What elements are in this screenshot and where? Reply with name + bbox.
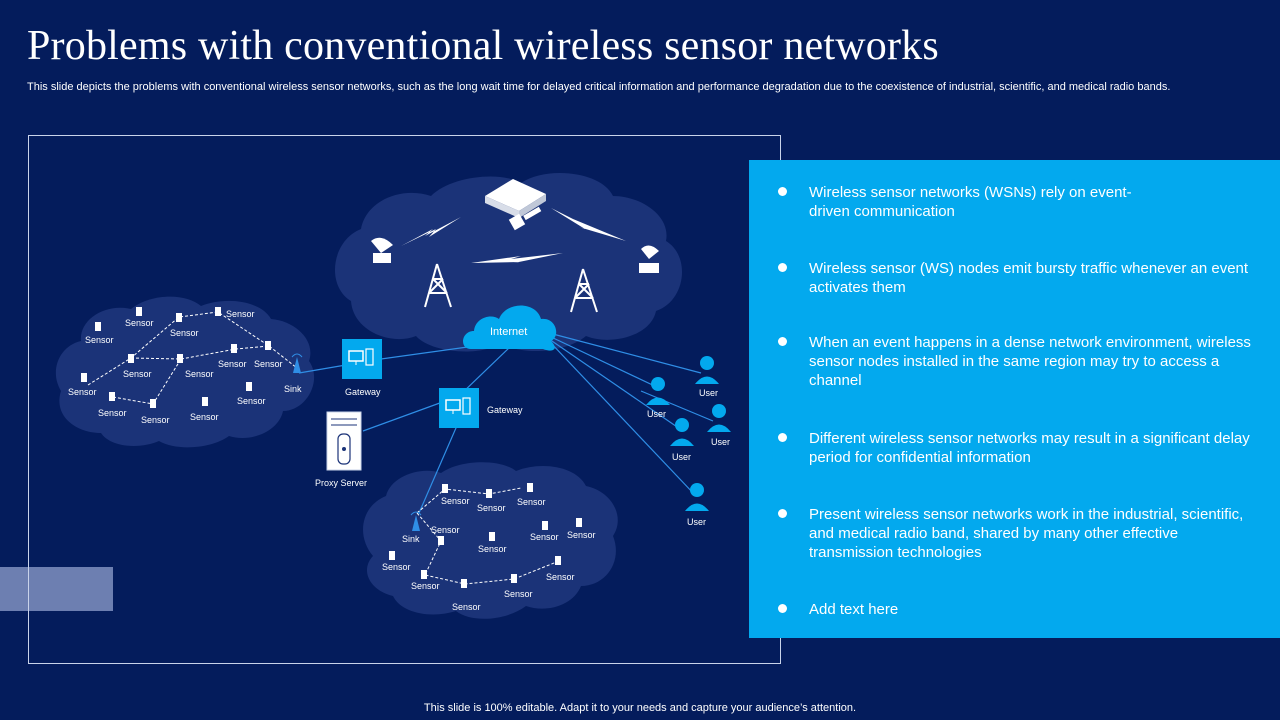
network-diagram-svg: Sensor Sensor Sensor Sensor Sensor Senso… bbox=[55, 173, 731, 619]
left-cloud bbox=[55, 296, 315, 448]
bullet-dot-icon bbox=[778, 187, 787, 196]
bullet-item: Different wireless sensor networks may r… bbox=[771, 429, 1261, 467]
sensor-label: Sensor bbox=[478, 544, 507, 554]
bullet-dot-icon bbox=[778, 263, 787, 272]
tower-icon bbox=[570, 268, 598, 313]
server-icon bbox=[326, 411, 362, 471]
sensor-label: Sensor bbox=[190, 412, 219, 422]
gateway-mid: Gateway bbox=[439, 388, 523, 428]
sink-label: Sink bbox=[284, 384, 302, 394]
bullet-dot-icon bbox=[778, 337, 787, 346]
bullet-dot-icon bbox=[778, 604, 787, 613]
sensor-label: Sensor bbox=[170, 328, 199, 338]
user-label: User bbox=[711, 437, 730, 447]
bullet-item: Wireless sensor networks (WSNs) rely on … bbox=[771, 183, 1261, 221]
sink-label: Sink bbox=[402, 534, 420, 544]
sensor-labels: Sensor Sensor Sensor Sensor Sensor Senso… bbox=[68, 309, 596, 612]
antenna-icon bbox=[412, 515, 420, 531]
proxy-server: Proxy Server bbox=[315, 411, 367, 488]
sensor-label: Sensor bbox=[431, 525, 460, 535]
sensor-nodes bbox=[81, 307, 582, 588]
gateway-left: Gateway bbox=[342, 339, 382, 397]
sensor-label: Sensor bbox=[567, 530, 596, 540]
bullet-dot-icon bbox=[778, 509, 787, 518]
top-cloud-icons bbox=[371, 179, 659, 313]
sink-left: Sink bbox=[284, 353, 303, 394]
proxy-label: Proxy Server bbox=[315, 478, 367, 488]
user-icon: User bbox=[670, 418, 694, 462]
sensor-label: Sensor bbox=[441, 496, 470, 506]
sensor-label: Sensor bbox=[123, 369, 152, 379]
gateway-label: Gateway bbox=[345, 387, 381, 397]
bullet-text: Different wireless sensor networks may r… bbox=[809, 430, 1250, 466]
sink-bottom: Sink bbox=[402, 511, 422, 544]
antenna-icon bbox=[293, 357, 301, 373]
sensor-label: Sensor bbox=[237, 396, 266, 406]
sensor-label: Sensor bbox=[504, 589, 533, 599]
user-icon: User bbox=[646, 377, 670, 419]
user-label: User bbox=[699, 388, 718, 398]
internet-cloud: Internet bbox=[463, 305, 557, 351]
sensor-label: Sensor bbox=[98, 408, 127, 418]
sensor-label: Sensor bbox=[85, 335, 114, 345]
sensor-label: Sensor bbox=[382, 562, 411, 572]
sensor-label: Sensor bbox=[530, 532, 559, 542]
user-label: User bbox=[672, 452, 691, 462]
user-label: User bbox=[647, 409, 666, 419]
sensor-label: Sensor bbox=[254, 359, 283, 369]
users: User User User User User bbox=[646, 356, 731, 527]
bullet-text: Wireless sensor (WS) nodes emit bursty t… bbox=[809, 260, 1249, 296]
sensor-label: Sensor bbox=[125, 318, 154, 328]
tower-icon bbox=[424, 263, 452, 308]
user-label: User bbox=[687, 517, 706, 527]
sensor-label: Sensor bbox=[68, 387, 97, 397]
router-icon bbox=[485, 179, 546, 218]
sensor-label: Sensor bbox=[411, 581, 440, 591]
bullet-text: When an event happens in a dense network… bbox=[809, 334, 1251, 389]
left-accent-bar bbox=[0, 567, 113, 611]
sensor-label: Sensor bbox=[546, 572, 575, 582]
sensor-label: Sensor bbox=[141, 415, 170, 425]
satellite-dish-icon bbox=[371, 237, 393, 263]
user-icon: User bbox=[707, 404, 731, 447]
bullet-dot-icon bbox=[778, 433, 787, 442]
bullet-text: Present wireless sensor networks work in… bbox=[809, 506, 1244, 561]
sensor-label: Sensor bbox=[477, 503, 506, 513]
footer-note: This slide is 100% editable. Adapt it to… bbox=[423, 702, 857, 714]
slide-subtitle: This slide depicts the problems with con… bbox=[27, 81, 1171, 93]
sensor-label: Sensor bbox=[185, 369, 214, 379]
problems-panel: Wireless sensor networks (WSNs) rely on … bbox=[749, 160, 1280, 638]
satellite-dish-icon bbox=[639, 245, 659, 273]
bullet-item: When an event happens in a dense network… bbox=[771, 333, 1261, 390]
sensor-label: Sensor bbox=[226, 309, 255, 319]
user-icon: User bbox=[695, 356, 719, 398]
satellite-icon bbox=[508, 206, 542, 231]
network-diagram: Sensor Sensor Sensor Sensor Sensor Senso… bbox=[28, 135, 781, 664]
gateway-label: Gateway bbox=[487, 405, 523, 415]
sensor-label: Sensor bbox=[218, 359, 247, 369]
bullet-item: Present wireless sensor networks work in… bbox=[771, 505, 1261, 562]
bullet-item: Add text here bbox=[771, 600, 1261, 619]
lightning-icon bbox=[401, 208, 626, 264]
bullet-item: Wireless sensor (WS) nodes emit bursty t… bbox=[771, 259, 1261, 297]
bullet-text: Add text here bbox=[809, 601, 899, 618]
sensor-label: Sensor bbox=[452, 602, 481, 612]
sensor-label: Sensor bbox=[517, 497, 546, 507]
bottom-sensor-links bbox=[416, 487, 560, 585]
slide-title: Problems with conventional wireless sens… bbox=[27, 23, 939, 69]
bullet-text: Wireless sensor networks (WSNs) rely on … bbox=[809, 184, 1132, 220]
user-icon: User bbox=[685, 483, 709, 527]
internet-label: Internet bbox=[490, 326, 527, 338]
